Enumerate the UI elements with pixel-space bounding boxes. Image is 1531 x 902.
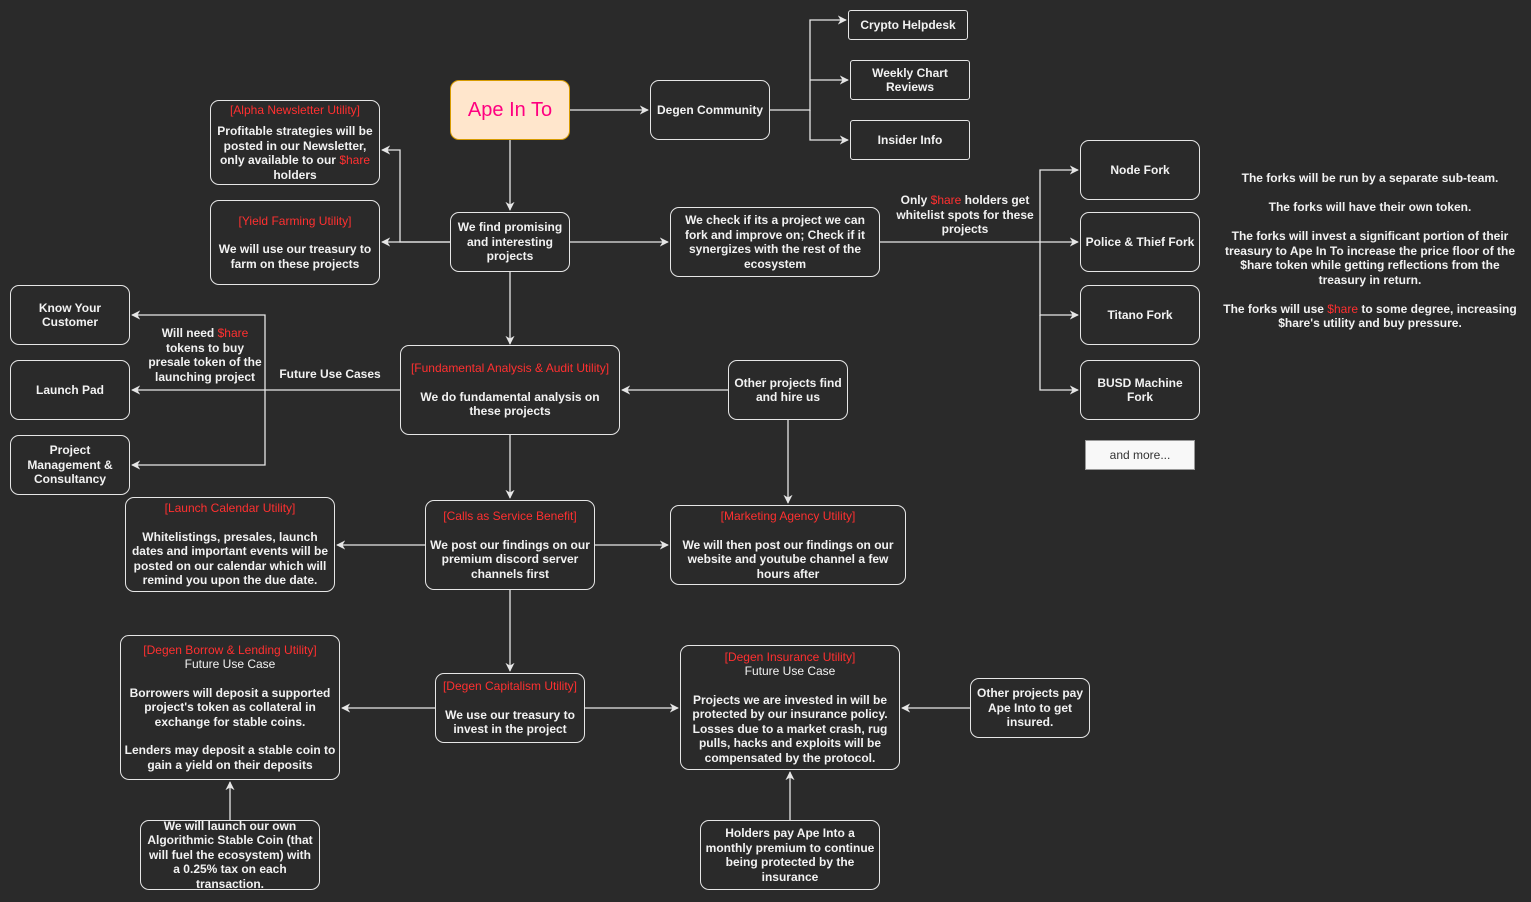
node-fork-node[interactable]: Node Fork [1080, 140, 1200, 200]
fundamental-title: [Fundamental Analysis & Audit Utility] [410, 361, 610, 376]
police-thief-fork-node[interactable]: Police & Thief Fork [1080, 212, 1200, 272]
marketing-node[interactable]: [Marketing Agency Utility] We will then … [670, 505, 906, 585]
kyc-node[interactable]: Know Your Customer [10, 285, 130, 345]
alpha-newsletter-body: Profitable strategies will be posted in … [217, 124, 373, 182]
marketing-body: We will then post our findings on our we… [682, 537, 894, 581]
edge-to-node-fork [1039, 165, 1079, 242]
borrow-lending-sub: Future Use Case [184, 657, 276, 672]
stable-coin-node[interactable]: We will launch our own Algorithmic Stabl… [140, 818, 320, 891]
alpha-newsletter-node[interactable]: [Alpha Newsletter Utility] Profitable st… [210, 100, 380, 185]
insider-info-node[interactable]: Insider Info [850, 120, 970, 160]
edge-to-project-mgmt [131, 390, 266, 470]
and-more-node[interactable]: and more... [1085, 440, 1195, 470]
insurance-body: Projects we are invested in will be prot… [692, 692, 888, 765]
calls-service-node[interactable]: [Calls as Service Benefit] We post our f… [425, 500, 595, 590]
fundamental-body: We do fundamental analysis on these proj… [420, 389, 600, 419]
check-fork-label: We check if its a project we can fork an… [684, 213, 866, 271]
capitalism-title: [Degen Capitalism Utility] [442, 679, 578, 694]
titano-fork-label: Titano Fork [1107, 307, 1173, 322]
forks-note-3: The forks will invest a significant port… [1224, 229, 1516, 287]
marketing-title: [Marketing Agency Utility] [720, 509, 856, 523]
and-more-label: and more... [1109, 447, 1171, 462]
forks-note-4: The forks will use $hare to some degree,… [1223, 301, 1517, 331]
stable-coin-label: We will launch our own Algorithmic Stabl… [147, 818, 313, 891]
launch-pad-label: Launch Pad [35, 382, 104, 397]
alpha-newsletter-title: [Alpha Newsletter Utility] [229, 103, 361, 117]
borrow-lending-body-2: Lenders may deposit a stable coin to gai… [124, 743, 336, 772]
degen-community-node[interactable]: Degen Community [650, 80, 770, 140]
find-projects-label: We find promising and interesting projec… [457, 220, 563, 264]
forks-notes: The forks will be run by a separate sub-… [1222, 171, 1518, 331]
project-mgmt-label: Project Management & Consultancy [27, 443, 113, 487]
find-projects-node[interactable]: We find promising and interesting projec… [450, 212, 570, 272]
weekly-chart-label: Weekly Chart Reviews [872, 65, 948, 95]
check-fork-node[interactable]: We check if its a project we can fork an… [670, 207, 880, 277]
edge-community-to-insider [809, 110, 849, 145]
launch-calendar-node[interactable]: [Launch Calendar Utility] Whitelistings,… [125, 497, 335, 592]
edge-find-to-newsletter [381, 145, 450, 243]
launch-calendar-title: [Launch Calendar Utility] [164, 501, 296, 516]
other-hire-label: Other projects find and hire us [734, 375, 842, 405]
edge-to-kyc [131, 310, 266, 390]
launch-calendar-body: Whitelistings, presales, launch dates an… [131, 529, 329, 588]
ape-in-to-label: Ape In To [467, 98, 553, 121]
calls-service-body: We post our findings on our premium disc… [430, 537, 590, 581]
ape-in-to-node[interactable]: Ape In To [450, 80, 570, 140]
holders-pay-label: Holders pay Ape Into a monthly premium t… [705, 826, 875, 884]
insurance-node[interactable]: [Degen Insurance Utility] Future Use Cas… [680, 645, 900, 770]
edge-community-to-helpdesk [770, 15, 847, 111]
insurance-title: [Degen Insurance Utility] [724, 649, 856, 664]
borrow-lending-node[interactable]: [Degen Borrow & Lending Utility] Future … [120, 635, 340, 780]
forks-note-1: The forks will be run by a separate sub-… [1241, 171, 1499, 185]
forks-note-2: The forks will have their own token. [1268, 200, 1472, 214]
node-fork-label: Node Fork [1110, 162, 1170, 177]
capitalism-node[interactable]: [Degen Capitalism Utility] We use our tr… [435, 673, 585, 743]
borrow-lending-title: [Degen Borrow & Lending Utility] [143, 642, 317, 657]
edge-to-busd-fork [1039, 315, 1079, 395]
whitelist-label: Only $hare holders get whitelist spots f… [896, 193, 1034, 236]
crypto-helpdesk-label: Crypto Helpdesk [860, 17, 956, 32]
yield-farming-body: We will use our treasury to farm on thes… [218, 242, 372, 271]
fundamental-node[interactable]: [Fundamental Analysis & Audit Utility] W… [400, 345, 620, 435]
project-mgmt-node[interactable]: Project Management & Consultancy [10, 435, 130, 495]
holders-pay-node[interactable]: Holders pay Ape Into a monthly premium t… [700, 820, 880, 890]
kyc-label: Know Your Customer [38, 300, 102, 330]
weekly-chart-node[interactable]: Weekly Chart Reviews [850, 60, 970, 100]
capitalism-body: We use our treasury to invest in the pro… [445, 707, 575, 737]
insider-info-label: Insider Info [877, 132, 943, 147]
other-hire-node[interactable]: Other projects find and hire us [728, 360, 848, 420]
other-pay-label: Other projects pay Ape Into to get insur… [976, 686, 1084, 730]
yield-farming-node[interactable]: [Yield Farming Utility] We will use our … [210, 200, 380, 285]
degen-community-label: Degen Community [656, 102, 763, 117]
police-thief-fork-label: Police & Thief Fork [1085, 234, 1195, 249]
busd-fork-node[interactable]: BUSD Machine Fork [1080, 360, 1200, 420]
will-need-label: Will need $hare tokens to buy presale to… [148, 326, 262, 384]
calls-service-title: [Calls as Service Benefit] [443, 509, 577, 523]
insurance-sub: Future Use Case [744, 664, 836, 679]
borrow-lending-body-1: Borrowers will deposit a supported proje… [129, 685, 331, 729]
busd-fork-label: BUSD Machine Fork [1097, 375, 1183, 405]
crypto-helpdesk-node[interactable]: Crypto Helpdesk [848, 10, 968, 40]
yield-farming-title: [Yield Farming Utility] [238, 213, 352, 228]
titano-fork-node[interactable]: Titano Fork [1080, 285, 1200, 345]
future-use-cases-label: Future Use Cases [279, 367, 381, 381]
edge-to-titano-fork [1039, 242, 1079, 320]
launch-pad-node[interactable]: Launch Pad [10, 360, 130, 420]
other-pay-node[interactable]: Other projects pay Ape Into to get insur… [970, 678, 1090, 738]
